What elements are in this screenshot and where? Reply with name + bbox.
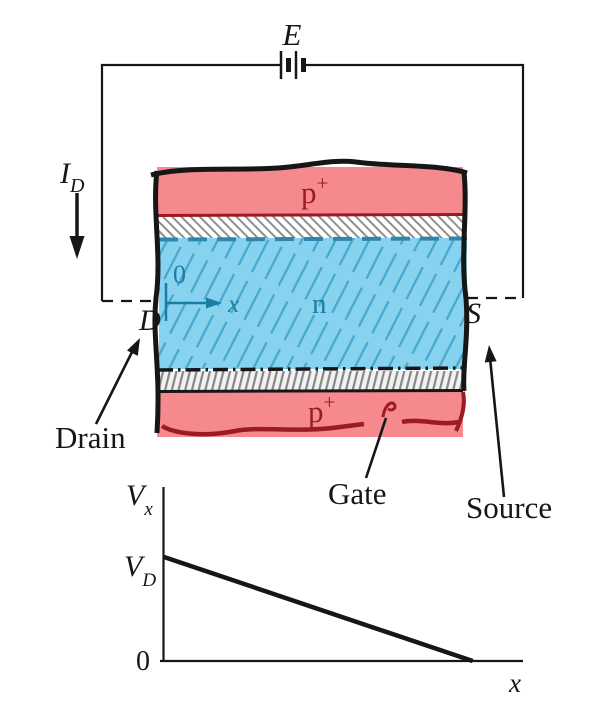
p-top-junction-line xyxy=(157,213,464,217)
device-right-edge xyxy=(461,171,470,392)
device-left-edge xyxy=(152,170,161,434)
depletion-edge-top-dashed xyxy=(158,236,468,242)
p-bottom-junction-line xyxy=(157,389,464,393)
gate-contact-mark xyxy=(381,401,397,418)
graph-xlabel: x xyxy=(508,668,521,698)
p-bottom-wavy-left xyxy=(160,421,365,437)
depletion-bottom-region xyxy=(158,371,463,391)
x-axis-arrowhead-icon xyxy=(206,297,222,309)
wire-top-right xyxy=(304,63,525,298)
x-direction-label: x xyxy=(227,291,239,318)
p-bottom-label: p+ xyxy=(308,390,335,429)
device-top-edge xyxy=(150,158,468,178)
p-bottom-right-edge xyxy=(454,391,466,432)
wire-top-left xyxy=(100,63,280,301)
drain-callout-label: Drain xyxy=(55,420,126,455)
drain-arrowhead-icon xyxy=(127,338,140,356)
channel-coordinate-axes: 0 x xyxy=(164,260,239,321)
origin-label: 0 xyxy=(173,260,186,289)
source-terminal-label: S xyxy=(466,297,481,330)
drain-terminal-label: D xyxy=(138,304,161,337)
depletion-top-region xyxy=(158,216,463,238)
battery-label: E xyxy=(282,17,302,52)
gate-callout: Gate xyxy=(328,417,388,511)
p-top-label: p+ xyxy=(301,171,328,210)
bias-circuit xyxy=(100,51,525,303)
source-callout-label: Source xyxy=(466,490,552,525)
source-callout: Source xyxy=(466,345,552,525)
vx-curve xyxy=(163,554,474,664)
gate-callout-label: Gate xyxy=(328,476,387,511)
graph-ylabel: Vx xyxy=(126,479,153,520)
drain-callout: Drain xyxy=(55,338,140,455)
n-channel-label: n xyxy=(312,288,327,320)
battery-icon xyxy=(279,51,306,79)
current-arrow-icon xyxy=(69,193,85,259)
current-label: ID xyxy=(59,157,85,197)
drain-current: ID xyxy=(59,157,85,259)
graph-origin-label: 0 xyxy=(136,646,150,677)
p-top-region xyxy=(157,167,463,216)
jfet-device: p+ p+ n 0 x xyxy=(150,158,470,437)
vx-graph: Vx VD 0 x xyxy=(124,479,523,698)
graph-ytick-vd: VD xyxy=(124,550,156,591)
source-arrowhead-icon xyxy=(484,345,497,363)
p-bottom-wavy-right xyxy=(401,418,459,426)
depletion-edge-bottom-dashdot xyxy=(157,366,465,372)
